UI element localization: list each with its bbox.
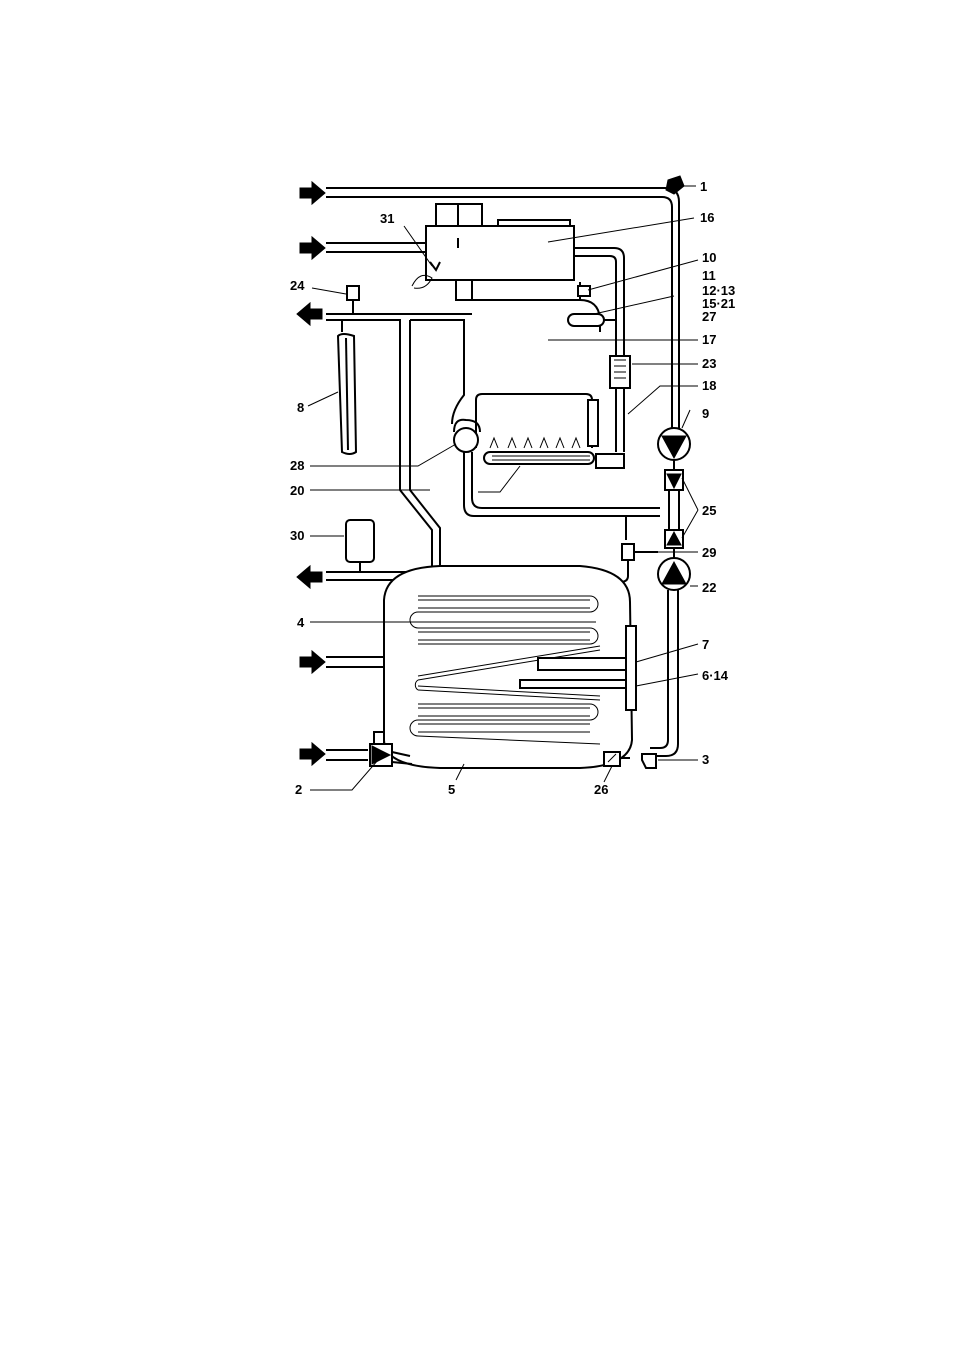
callout-8: 8	[297, 400, 304, 415]
burner-manifold	[596, 454, 624, 468]
callout-24: 24	[290, 278, 305, 293]
callout-7: 7	[702, 637, 709, 652]
arrow-in-top	[300, 182, 325, 204]
callout-16: 16	[700, 210, 714, 225]
callout-1: 1	[700, 179, 707, 194]
arrow-in-gas	[300, 237, 325, 259]
callout-22: 22	[702, 580, 716, 595]
expansion-vessel-8	[338, 320, 356, 454]
callout-10: 10	[702, 250, 716, 265]
callout-2: 2	[295, 782, 302, 797]
callout-26: 26	[594, 782, 608, 797]
valve-1	[666, 176, 684, 194]
callout-4: 4	[297, 615, 305, 630]
callout-28: 28	[290, 458, 304, 473]
callout-29: 29	[702, 545, 716, 560]
callout-11: 11	[702, 268, 716, 283]
ignition-electrode	[588, 400, 598, 446]
callout-25: 25	[702, 503, 716, 518]
burner-zone	[454, 394, 660, 516]
sensor-10	[578, 286, 590, 296]
callout-23: 23	[702, 356, 716, 371]
thermostat-pocket-7	[538, 658, 628, 670]
gas-valve-top-plate	[498, 220, 570, 226]
drain-3	[642, 754, 656, 768]
callout-6-14: 6·14	[702, 668, 729, 683]
tank-flange	[626, 626, 636, 710]
burner-bar-20	[484, 452, 594, 464]
pump-28-motor	[454, 428, 478, 452]
flow-arrows	[297, 182, 325, 765]
arrow-in-cold	[300, 651, 325, 673]
arrow-out-heating	[297, 303, 322, 325]
drain-cock-26	[604, 752, 620, 766]
callout-20: 20	[290, 483, 304, 498]
expansion-vessel-30	[346, 520, 374, 562]
heat-exchanger-pipe	[568, 314, 604, 326]
callout-18: 18	[702, 378, 716, 393]
callout-3: 3	[702, 752, 709, 767]
storage-tank-5	[326, 566, 636, 768]
callout-27: 27	[702, 309, 716, 324]
anode-6-14	[520, 680, 626, 688]
gas-valve-block-16	[426, 226, 574, 280]
callout-5: 5	[448, 782, 455, 797]
air-vent-24	[347, 286, 359, 300]
flames	[490, 438, 580, 448]
callout-9: 9	[702, 406, 709, 421]
arrow-out-hotwater	[297, 566, 322, 588]
arrow-in-bottom	[300, 743, 325, 765]
boiler-body	[472, 282, 630, 388]
callout-17: 17	[702, 332, 716, 347]
callout-31: 31	[380, 211, 394, 226]
callout-30: 30	[290, 528, 304, 543]
